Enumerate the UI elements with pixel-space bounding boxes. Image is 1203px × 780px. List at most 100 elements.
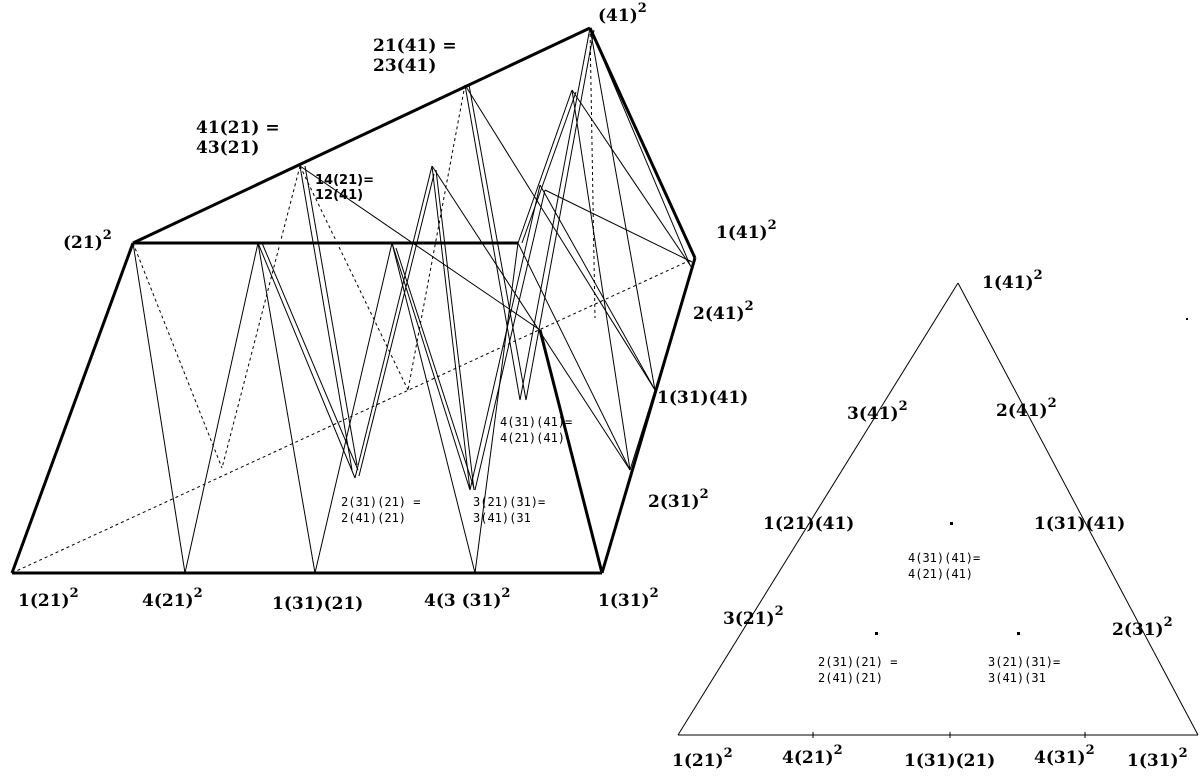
- label-text: 1(31)(41): [1034, 514, 1126, 534]
- label-exp: 2: [1047, 396, 1057, 411]
- label-text: 1(31): [1127, 751, 1179, 771]
- label-exp: 2: [833, 743, 843, 758]
- label-line-1: 21(41) =: [373, 36, 457, 56]
- label-apex-41: (41)2: [598, 2, 647, 26]
- label-line-2: 4(21)(41): [908, 567, 974, 581]
- label-line-1: 14(21)=: [315, 173, 374, 188]
- tri-label-3-41: 3(41)2: [847, 400, 908, 424]
- label-exp: 2: [767, 218, 777, 233]
- label-text: 1(31)(41): [657, 388, 749, 408]
- prism-figure: [10, 26, 697, 575]
- label-line-2: 4(21)(41): [500, 431, 566, 445]
- tri-label-bottom-1-21: 1(21)2: [672, 747, 733, 771]
- label-exp: 2: [649, 586, 659, 601]
- tri-label-2-31: 2(31)2: [1112, 616, 1173, 640]
- label-right-1-31-41: 1(31)(41): [657, 390, 748, 407]
- label-line-2: 3(41)(31: [473, 511, 531, 525]
- label-text: (41): [598, 6, 638, 26]
- label-edge-41-21: 41(21) = 43(21): [196, 118, 280, 158]
- label-line-2: 2(41)(21): [341, 511, 407, 525]
- tri-label-1-21-41: 1(21)(41): [763, 516, 854, 533]
- label-text: 1(21): [18, 591, 70, 611]
- tri-inner-3-21-31: 3(21)(31)= 3(41)(31: [988, 654, 1060, 686]
- label-text: 2(41): [996, 401, 1048, 421]
- tri-left-dot: [875, 632, 878, 635]
- label-edge-21-41: 21(41) = 23(41): [373, 36, 457, 76]
- label-line-2: 23(41): [373, 56, 437, 76]
- label-text: 1(21)(41): [763, 514, 855, 534]
- label-line-2: 2(41)(21): [818, 671, 884, 685]
- label-text: (21): [63, 233, 103, 253]
- tri-label-top: 1(41)2: [982, 269, 1043, 293]
- hidden-edges: [11, 27, 696, 574]
- label-exp: 2: [898, 399, 908, 414]
- tri-center-dot: [950, 522, 953, 525]
- label-exp: 2: [637, 1, 647, 16]
- label-edge-14-21: 14(21)= 12(41): [315, 173, 374, 203]
- label-exp: 2: [193, 586, 203, 601]
- label-right-1-41: 1(41)2: [716, 219, 777, 243]
- label-line-1: 3(21)(31)=: [988, 655, 1061, 669]
- label-text: 1(31)(21): [904, 751, 996, 771]
- label-line-1: 41(21) =: [196, 118, 280, 138]
- tri-inner-4-31-41: 4(31)(41)= 4(21)(41): [908, 550, 980, 582]
- label-text: 4(3 (31): [424, 591, 502, 611]
- tri-label-bottom-4-31: 4(31)2: [1034, 744, 1095, 768]
- label-exp: 2: [723, 746, 733, 761]
- tri-inner-2-31-21: 2(31)(21) = 2(41)(21): [818, 654, 897, 686]
- stray-dot: [1186, 318, 1188, 320]
- tri-label-1-31-41: 1(31)(41): [1034, 516, 1125, 533]
- label-bottom-4-3-31: 4(3 (31)2: [424, 587, 510, 611]
- label-right-2-31: 2(31)2: [648, 488, 709, 512]
- tri-label-3-21: 3(21)2: [723, 605, 784, 629]
- label-bottom-1-21: 1(21)2: [18, 587, 79, 611]
- label-line-1: 2(31)(21) =: [818, 655, 898, 669]
- label-left-top-21: (21)2: [63, 229, 112, 253]
- label-exp: 2: [1085, 743, 1095, 758]
- label-text: 4(31): [1034, 748, 1086, 768]
- label-text: 1(41): [982, 273, 1034, 293]
- label-text: 2(41): [693, 304, 745, 324]
- label-exp: 2: [1033, 268, 1043, 283]
- prism-outline: [10, 26, 697, 575]
- label-bottom-1-31: 1(31)2: [598, 587, 659, 611]
- label-line-1: 4(31)(41)=: [500, 415, 573, 429]
- label-text: 4(21): [782, 748, 834, 768]
- tri-label-bottom-4-21: 4(21)2: [782, 744, 843, 768]
- label-text: 1(31): [598, 591, 650, 611]
- label-text: 1(31)(21): [272, 594, 364, 614]
- label-text: 4(21): [142, 591, 194, 611]
- label-right-2-41: 2(41)2: [693, 300, 754, 324]
- tri-right-dot: [1017, 632, 1020, 635]
- label-text: 2(31): [648, 492, 700, 512]
- label-line-2: 3(41)(31: [988, 671, 1046, 685]
- label-text: 3(41): [847, 404, 899, 424]
- label-exp: 2: [744, 299, 754, 314]
- label-exp: 2: [102, 228, 112, 243]
- triangle-figure: [677, 282, 1199, 738]
- label-inner-2-31-21: 2(31)(21) = 2(41)(21): [341, 494, 420, 526]
- label-exp: 2: [774, 604, 784, 619]
- label-text: 1(41): [716, 223, 768, 243]
- label-line-2: 43(21): [196, 138, 260, 158]
- label-exp: 2: [1178, 746, 1188, 761]
- label-text: 1(21): [672, 751, 724, 771]
- label-inner-4-31-41: 4(31)(41)= 4(21)(41): [500, 414, 572, 446]
- label-line-1: 4(31)(41)=: [908, 551, 981, 565]
- label-inner-3-21-31: 3(21)(31)= 3(41)(31: [473, 494, 545, 526]
- tri-label-2-41: 2(41)2: [996, 397, 1057, 421]
- label-exp: 2: [501, 586, 511, 601]
- label-bottom-4-21: 4(21)2: [142, 587, 203, 611]
- label-line-1: 2(31)(21) =: [341, 495, 421, 509]
- label-bottom-1-31-21: 1(31)(21): [272, 596, 363, 613]
- tri-label-bottom-1-31-21: 1(31)(21): [904, 753, 995, 770]
- label-line-1: 3(21)(31)=: [473, 495, 546, 509]
- label-exp: 2: [699, 487, 709, 502]
- label-line-2: 12(41): [315, 188, 364, 203]
- tri-label-bottom-1-31: 1(31)2: [1127, 747, 1188, 771]
- label-exp: 2: [69, 586, 79, 601]
- label-text: 2(31): [1112, 620, 1164, 640]
- zigzag-lines: [132, 27, 693, 574]
- label-text: 3(21): [723, 609, 775, 629]
